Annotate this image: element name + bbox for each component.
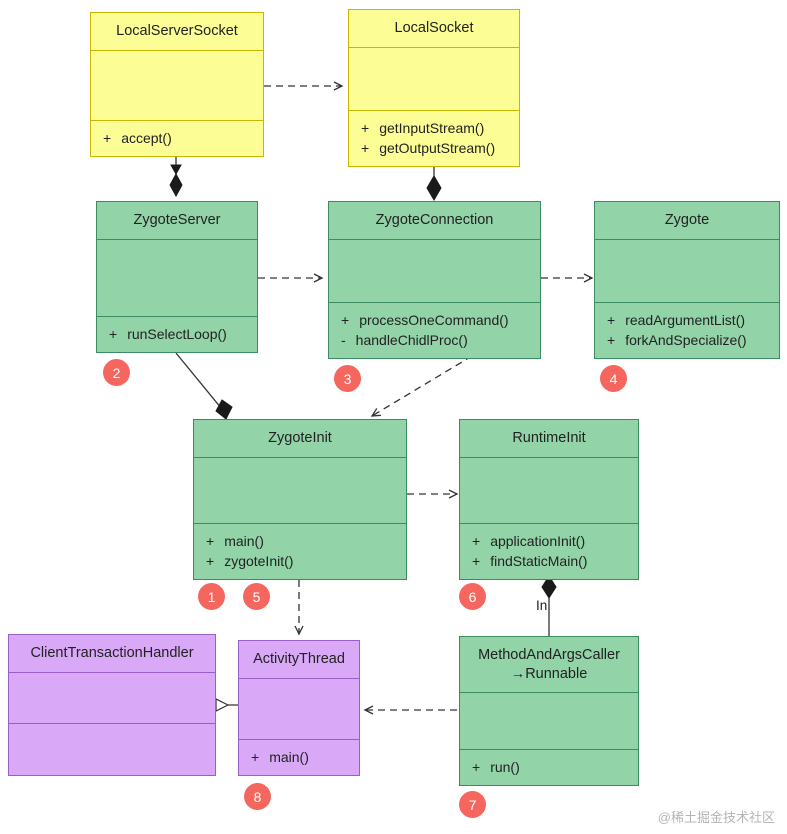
- class-method: -handleChidlProc(): [329, 330, 540, 350]
- step-badge-7[interactable]: 7: [459, 791, 486, 818]
- class-methods-row: + main() + zygoteInit(): [194, 523, 406, 579]
- method-signature: applicationInit(): [490, 533, 586, 549]
- class-title: MethodAndArgsCaller →Runnable: [460, 637, 638, 692]
- class-title-line-1: MethodAndArgsCaller: [478, 647, 620, 663]
- method-signature: accept(): [121, 130, 172, 146]
- class-title: Zygote: [664, 212, 710, 228]
- method-signature: processOneCommand(): [359, 312, 509, 328]
- class-method: + main(): [194, 531, 406, 551]
- class-node-zygote-init[interactable]: ZygoteInit + main() + zygoteInit(): [193, 419, 407, 580]
- method-visibility: +: [251, 749, 260, 765]
- class-method: + forkAndSpecialize(): [595, 330, 779, 350]
- class-title: ZygoteInit: [268, 430, 332, 446]
- class-attributes-row: [349, 46, 519, 110]
- method-visibility: +: [472, 759, 481, 775]
- step-badge-1[interactable]: 1: [198, 583, 225, 610]
- method-visibility: +: [109, 326, 118, 342]
- method-visibility: +: [206, 533, 215, 549]
- class-attributes-row: [194, 456, 406, 523]
- class-title: ClientTransactionHandler: [30, 645, 194, 661]
- method-visibility: -: [341, 332, 346, 348]
- method-signature: forkAndSpecialize(): [625, 332, 747, 348]
- class-title: ActivityThread: [253, 651, 345, 667]
- class-node-local-socket[interactable]: LocalSocket + getInputStream() + getOutput…: [348, 9, 520, 167]
- method-visibility: +: [607, 312, 616, 328]
- step-badge-3[interactable]: 3: [334, 365, 361, 392]
- class-attributes-row: [460, 456, 638, 523]
- class-node-runtime-init[interactable]: RuntimeInit + applicationInit() + findStat…: [459, 419, 639, 580]
- method-visibility: +: [206, 553, 215, 569]
- method-visibility: +: [103, 130, 112, 146]
- class-attributes-row: [460, 692, 638, 749]
- class-node-zygote[interactable]: Zygote + readArgumentList() + forkAndSpeci…: [594, 201, 780, 359]
- class-method: + readArgumentList(): [595, 310, 779, 330]
- class-methods-row: + accept(): [91, 120, 263, 156]
- class-methods-row: + applicationInit() + findStaticMain(): [460, 523, 638, 579]
- class-attributes-row: [91, 49, 263, 120]
- method-signature: runSelectLoop(): [127, 326, 227, 342]
- method-visibility: +: [607, 332, 616, 348]
- step-badge-4[interactable]: 4: [600, 365, 627, 392]
- class-title: LocalServerSocket: [116, 23, 238, 39]
- method-signature: findStaticMain(): [490, 553, 588, 569]
- edge-label-in: In: [536, 598, 548, 613]
- class-methods-row: + getInputStream() + getOutputStream(): [349, 110, 519, 166]
- method-signature: handleChidlProc(): [355, 332, 468, 348]
- method-signature: getInputStream(): [379, 120, 485, 136]
- class-node-local-server-socket[interactable]: LocalServerSocket + accept(): [90, 12, 264, 157]
- class-attributes-row: [595, 238, 779, 302]
- class-methods-row: + main(): [239, 739, 359, 775]
- class-title: ZygoteServer: [133, 212, 221, 228]
- class-node-zygote-connection[interactable]: ZygoteConnection + processOneCommand() -h…: [328, 201, 541, 359]
- class-attributes-row: [329, 238, 540, 302]
- class-methods-row: + readArgumentList() + forkAndSpecialize(): [595, 302, 779, 358]
- class-node-activity-thread[interactable]: ActivityThread + main(): [238, 640, 360, 776]
- step-badge-2[interactable]: 2: [103, 359, 130, 386]
- step-badge-5[interactable]: 5: [243, 583, 270, 610]
- method-signature: run(): [490, 759, 520, 775]
- class-attributes-row: [9, 671, 215, 724]
- watermark: @稀土掘金技术社区: [657, 810, 775, 825]
- class-method: + findStaticMain(): [460, 551, 638, 571]
- class-method: + processOneCommand(): [329, 310, 540, 330]
- class-method: + applicationInit(): [460, 531, 638, 551]
- method-signature: readArgumentList(): [625, 312, 746, 328]
- method-visibility: +: [341, 312, 350, 328]
- class-methods-row: [9, 723, 215, 775]
- class-node-zygote-server[interactable]: ZygoteServer + runSelectLoop(): [96, 201, 258, 353]
- class-attributes-row: [239, 677, 359, 739]
- class-title: RuntimeInit: [512, 430, 586, 446]
- class-method: + zygoteInit(): [194, 551, 406, 571]
- class-method: + runSelectLoop(): [97, 324, 257, 344]
- class-title: LocalSocket: [394, 20, 474, 36]
- step-badge-6[interactable]: 6: [459, 583, 486, 610]
- method-signature: getOutputStream(): [379, 140, 496, 156]
- class-method: + getInputStream(): [349, 118, 519, 138]
- class-methods-row: + runSelectLoop(): [97, 316, 257, 352]
- class-node-method-and-args-caller[interactable]: MethodAndArgsCaller →Runnable + run(): [459, 636, 639, 786]
- class-methods-row: + processOneCommand() -handleChidlProc(): [329, 302, 540, 358]
- class-method: + main(): [239, 747, 359, 767]
- method-signature: main(): [224, 533, 264, 549]
- class-methods-row: + run(): [460, 749, 638, 785]
- class-attributes-row: [97, 238, 257, 316]
- class-title: ZygoteConnection: [375, 212, 494, 228]
- method-visibility: +: [361, 120, 370, 136]
- class-method: + getOutputStream(): [349, 138, 519, 158]
- method-signature: main(): [269, 749, 309, 765]
- class-method: + accept(): [91, 128, 263, 148]
- method-visibility: +: [361, 140, 370, 156]
- method-visibility: +: [472, 553, 481, 569]
- class-method: + run(): [460, 757, 638, 777]
- step-badge-8[interactable]: 8: [244, 783, 271, 810]
- class-node-client-transaction-handler[interactable]: ClientTransactionHandler: [8, 634, 216, 776]
- method-visibility: +: [472, 533, 481, 549]
- class-title-line-2: →Runnable: [510, 665, 588, 682]
- method-signature: zygoteInit(): [224, 553, 294, 569]
